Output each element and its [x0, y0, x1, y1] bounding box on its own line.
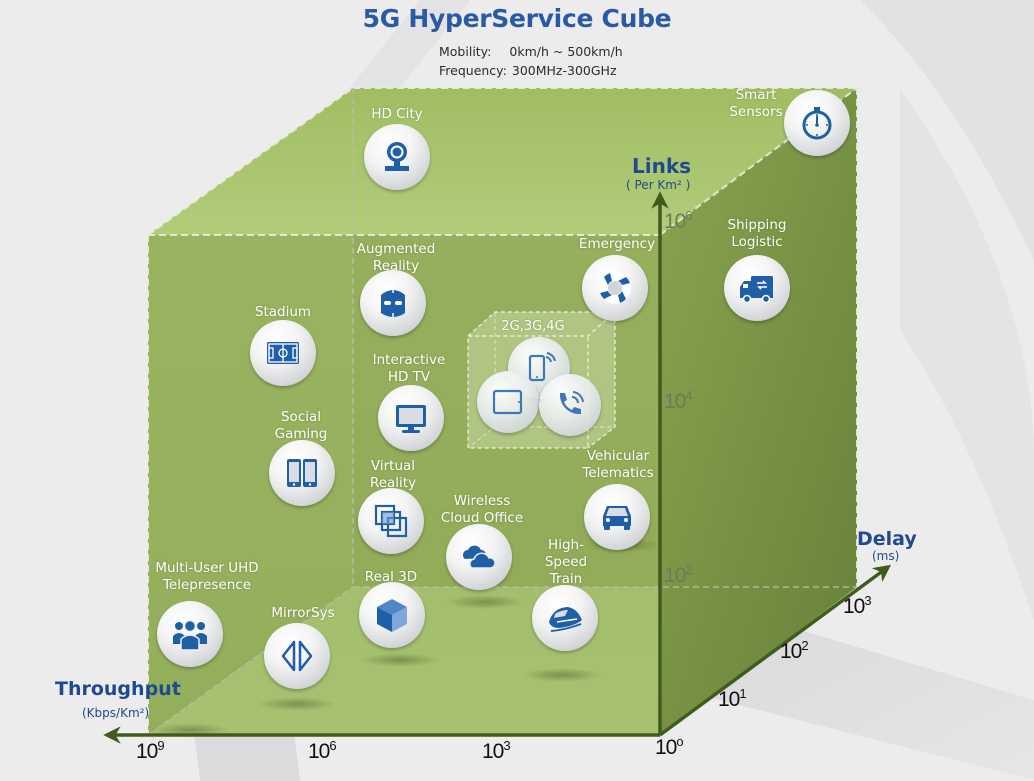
train-icon	[549, 607, 582, 632]
links-axis-title: Links	[632, 154, 692, 178]
legacy-network-label: 2G,3G,4G	[501, 319, 565, 334]
service-social-gaming[interactable]	[269, 440, 335, 506]
service-augmented-reality[interactable]	[360, 270, 426, 336]
service-real-3d[interactable]	[359, 582, 425, 648]
service-label-mirrorsys: MirrorSys	[271, 605, 335, 621]
service-stadium[interactable]	[250, 320, 316, 386]
service-label-interactive-hd-tv: Interactive HD TV	[372, 352, 446, 385]
service-mirrorsys[interactable]	[264, 623, 330, 689]
service-multi-user-uhd-telepresence[interactable]	[157, 601, 223, 667]
orb-shadow	[522, 668, 602, 682]
service-label-high-speed-train: High- Speed Train	[544, 537, 588, 587]
service-shipping-logistic[interactable]	[724, 255, 790, 321]
phone-call-icon	[559, 391, 584, 415]
delay-tick-1e1: 101	[718, 686, 747, 711]
service-label-virtual-reality: Virtual Reality	[369, 458, 417, 491]
throughput-tick-1e9: 109	[136, 738, 165, 763]
webcam-icon	[385, 142, 409, 171]
service-label-hd-city: HD City	[371, 106, 423, 122]
cloud-icon	[463, 545, 496, 569]
mirror-icon	[281, 640, 313, 672]
service-hd-city[interactable]	[364, 124, 430, 190]
service-vehicular-telematics[interactable]	[584, 484, 650, 550]
stopwatch-icon	[802, 107, 832, 140]
throughput-axis-title: Throughput	[55, 678, 181, 700]
group-people-icon	[173, 619, 207, 651]
service-emergency[interactable]	[582, 255, 648, 321]
tablet-icon	[492, 389, 523, 415]
lifebuoy-icon	[599, 272, 631, 304]
ar-headset-icon	[381, 288, 405, 318]
dual-phones-icon	[287, 459, 317, 487]
service-interactive-hd-tv[interactable]	[378, 385, 444, 451]
orb-shadow	[257, 697, 337, 711]
service-label-vehicular-telematics: Vehicular Telematics	[582, 448, 654, 481]
page-title: 5G HyperService Cube	[362, 4, 672, 33]
service-virtual-reality[interactable]	[358, 488, 424, 554]
cube-3d-icon	[377, 599, 407, 632]
frequency-row: Frequency: 300MHz-300GHz	[439, 63, 617, 78]
legacy-tablet-orb	[477, 371, 539, 433]
service-label-shipping-logistic: Shipping Logistic	[727, 217, 787, 250]
cube-right-face	[660, 88, 857, 735]
throughput-tick-1e6: 106	[308, 738, 337, 763]
car-icon	[603, 506, 631, 530]
layered-windows-icon	[374, 504, 408, 538]
service-smart-sensors[interactable]	[784, 90, 850, 156]
mobility-row: Mobility: 0km/h ~ 500km/h	[439, 44, 623, 59]
frequency-value: 300MHz-300GHz	[511, 63, 617, 78]
orb-shadow	[150, 723, 230, 737]
service-label-multi-user-uhd-telepresence: Multi-User UHD Telepresence	[155, 560, 259, 593]
service-label-smart-sensors: Smart Sensors	[729, 87, 783, 120]
cube-top-face	[148, 88, 857, 235]
delay-tick-1e3: 103	[843, 593, 872, 618]
monitor-icon	[396, 405, 426, 433]
throughput-tick-1e3: 103	[482, 738, 511, 763]
mobility-value: 0km/h ~ 500km/h	[509, 44, 623, 59]
delay-axis-unit: (ms)	[872, 549, 900, 563]
links-tick-1e2: 102	[664, 562, 693, 587]
orb-shadow	[445, 595, 525, 609]
service-wireless-cloud-office[interactable]	[446, 524, 512, 590]
service-label-social-gaming: Social Gaming	[274, 409, 328, 442]
service-label-emergency: Emergency	[578, 236, 656, 252]
delay-axis-title: Delay	[857, 528, 917, 550]
throughput-axis-unit: (Kbps/Km²)	[82, 706, 150, 720]
orb-shadow	[360, 653, 440, 667]
service-label-stadium: Stadium	[254, 304, 312, 320]
mobility-label: Mobility:	[439, 44, 492, 59]
delivery-truck-icon	[740, 276, 773, 304]
links-tick-1e4: 104	[664, 388, 693, 413]
throughput-tick-1e0: 10o	[655, 734, 684, 759]
service-label-real-3d: Real 3D	[364, 569, 418, 585]
legacy-phone-call-orb	[539, 374, 601, 436]
delay-axis	[658, 564, 892, 737]
service-high-speed-train[interactable]	[532, 585, 598, 651]
stadium-field-icon	[267, 342, 299, 364]
frequency-label: Frequency:	[439, 63, 507, 78]
delay-tick-1e2: 102	[780, 638, 809, 663]
links-tick-1e6: 106	[664, 208, 693, 233]
smartphone-icon	[528, 352, 556, 382]
service-label-wireless-cloud-office: Wireless Cloud Office	[440, 493, 524, 526]
links-axis-unit: ( Per Km² )	[626, 178, 691, 192]
